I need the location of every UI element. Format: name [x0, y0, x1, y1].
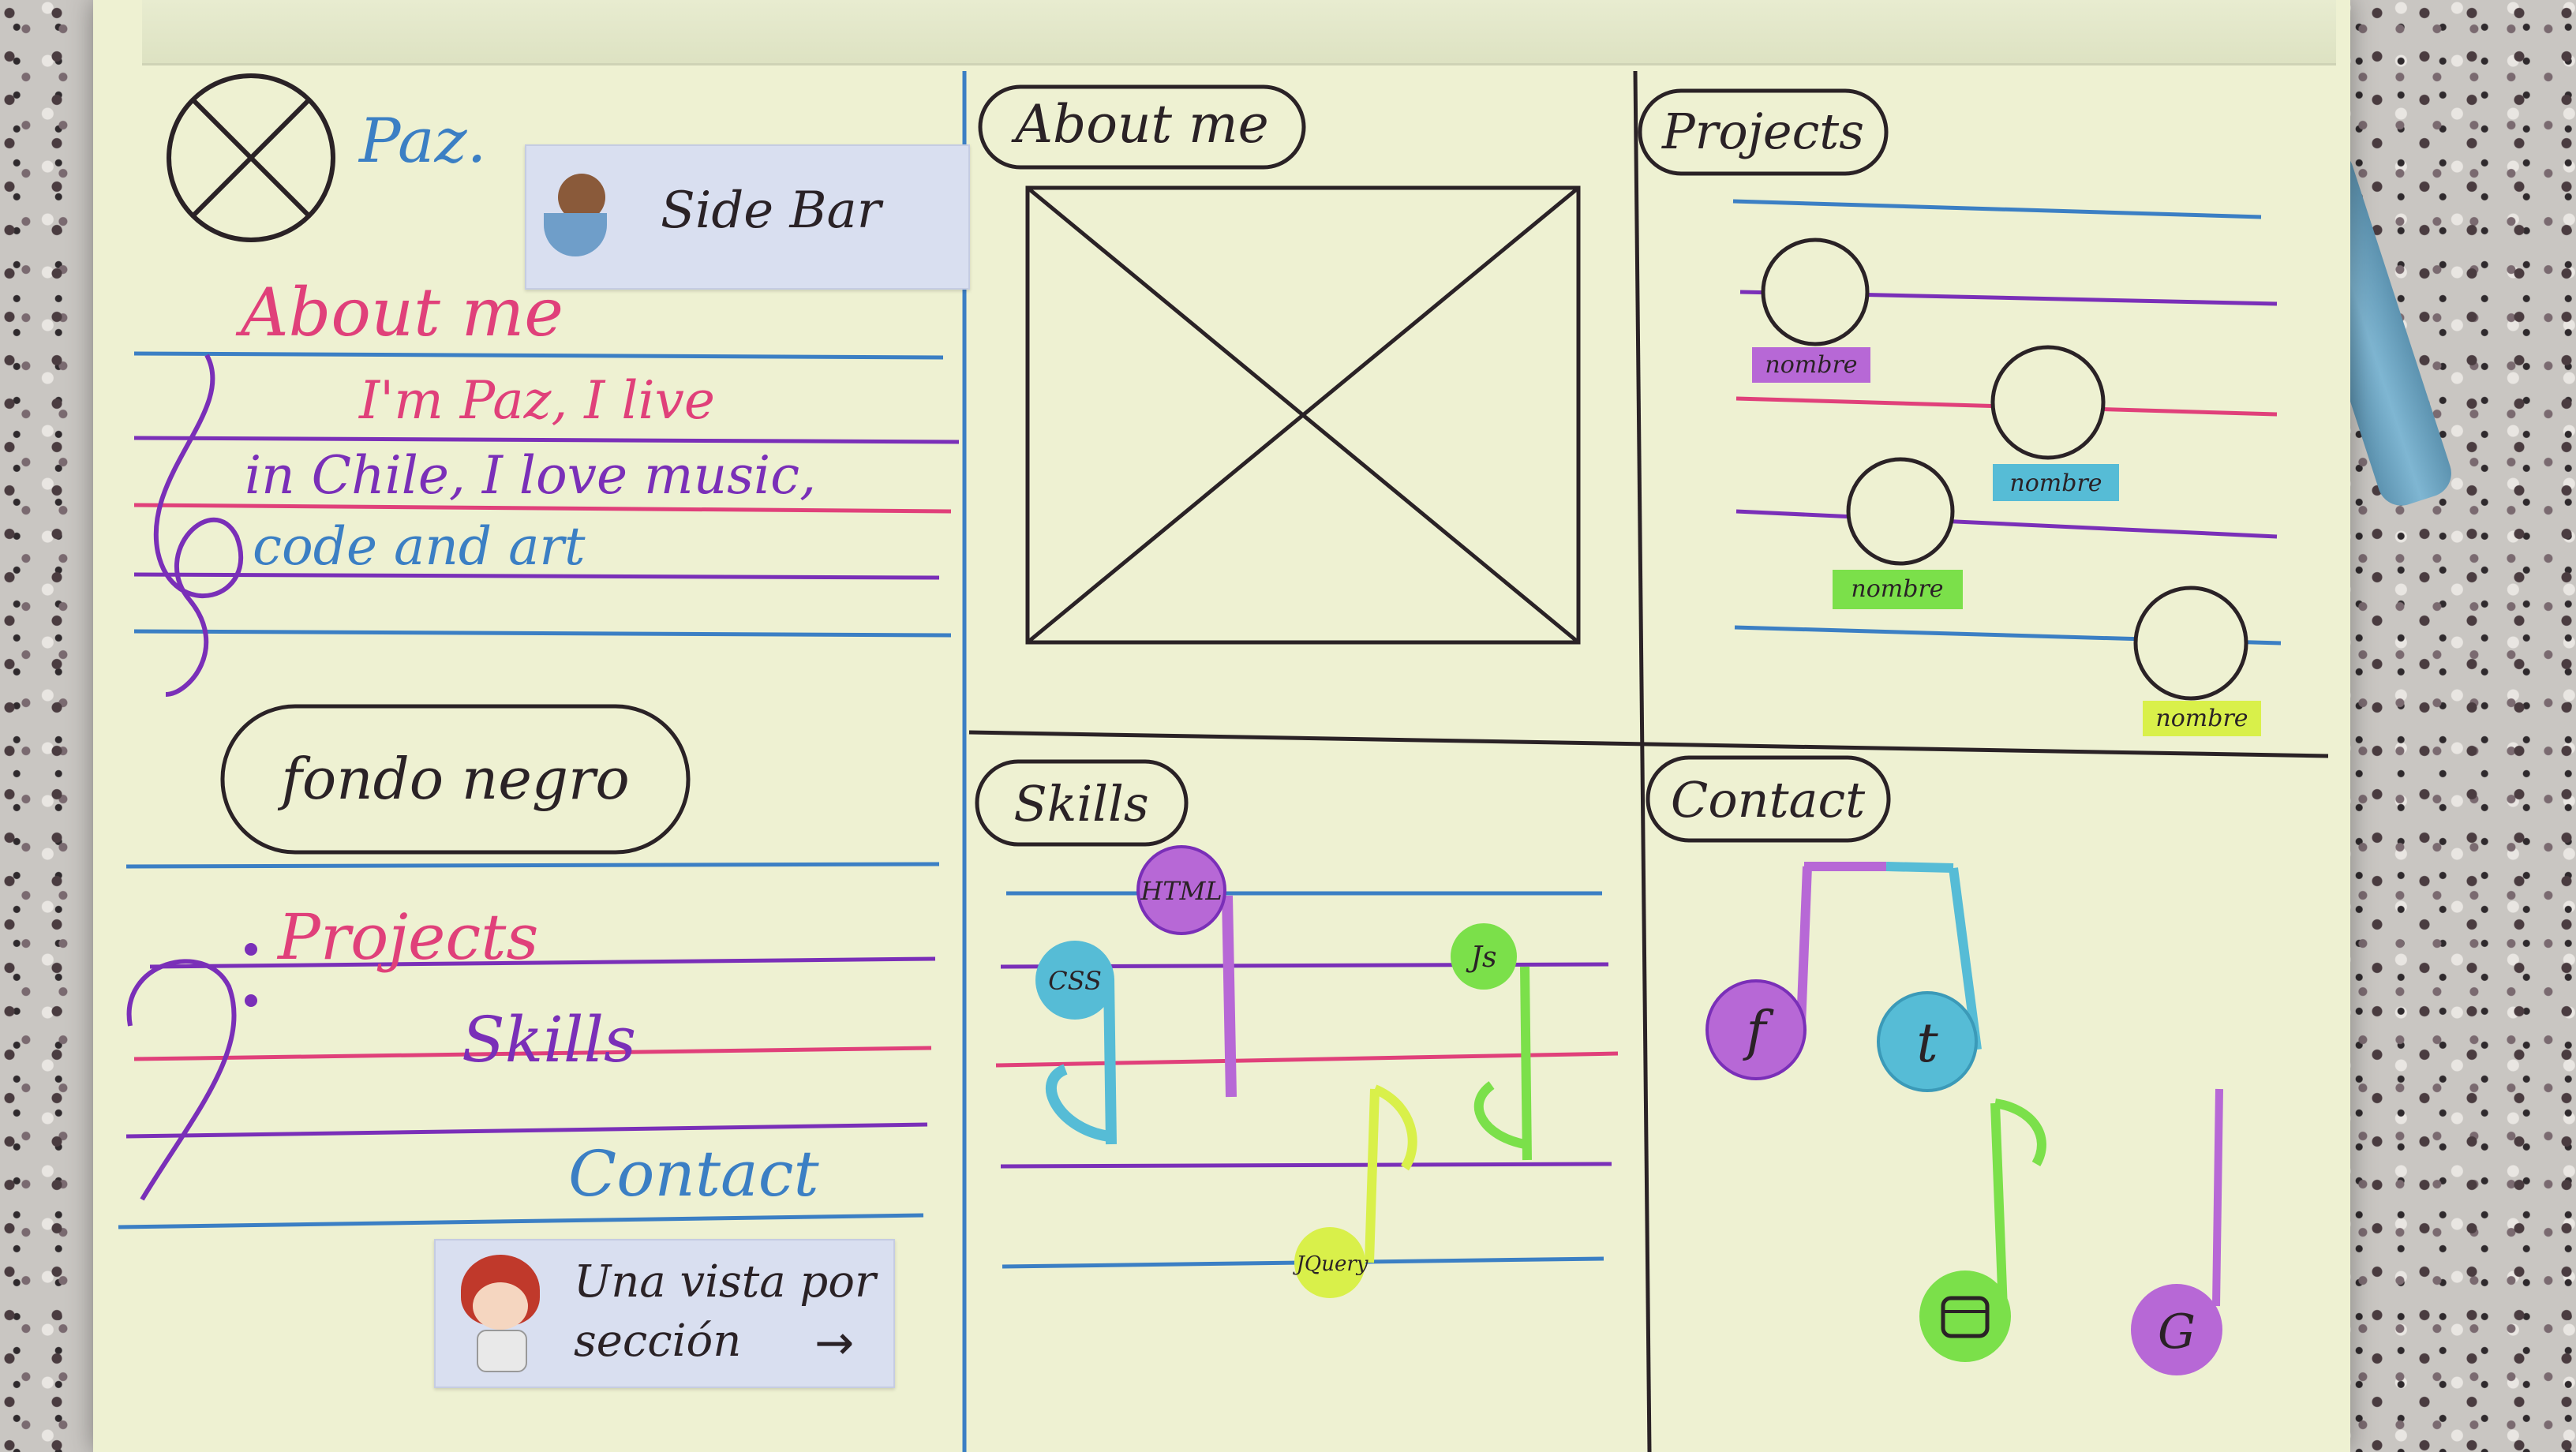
divider-horizontal	[968, 730, 2329, 758]
view-per-section-line-2: sección	[574, 1315, 742, 1367]
project-label-2: nombre	[2009, 470, 2102, 497]
skill-note-js[interactable]: Js	[1451, 923, 1532, 1161]
skills-panel-title: Skills	[1013, 775, 1148, 833]
projects-top-line	[1732, 199, 2262, 219]
skill-note-jquery[interactable]: JQuery	[1293, 1084, 1417, 1298]
skill-label-css: CSS	[1048, 966, 1102, 996]
contact-instagram-note[interactable]	[1919, 1098, 2046, 1362]
view-per-section-tape: Una vista por sección →	[434, 1239, 895, 1388]
fondo-negro-bubble	[220, 704, 691, 855]
sidebar-tape: Side Bar	[525, 144, 970, 290]
nav-staff-lines	[118, 862, 940, 1229]
about-staff-lines	[133, 351, 960, 638]
contact-panel-title: Contact	[1671, 771, 1865, 829]
girl-sticker-icon	[453, 1255, 548, 1373]
contact-label-twitter: t	[1916, 1012, 1938, 1075]
fondo-negro-text: fondo negro	[277, 746, 630, 812]
sidebar-about-title: About me	[235, 274, 564, 351]
arrow-right-icon[interactable]: →	[814, 1315, 855, 1371]
bass-clef-dot-1	[245, 943, 257, 956]
skill-label-js: Js	[1466, 941, 1497, 974]
logo-text: Paz.	[358, 106, 486, 177]
nav-link-skills[interactable]: Skills	[462, 1003, 636, 1076]
project-label-1: nombre	[1765, 351, 1857, 379]
notebook-page	[93, 0, 2350, 1452]
project-item-1[interactable]: nombre	[1739, 238, 2278, 383]
project-item-4[interactable]: nombre	[1734, 586, 2282, 736]
instagram-icon	[1941, 1296, 1990, 1338]
skills-panel-title-frame	[975, 759, 1189, 847]
divider-middle	[1633, 70, 1652, 1452]
project-label-4: nombre	[2155, 705, 2248, 732]
contact-twitter-note[interactable]: t	[1877, 991, 1978, 1092]
sidebar-tape-label: Side Bar	[661, 182, 882, 240]
contact-facebook-note[interactable]: f	[1705, 979, 1807, 1080]
about-panel-title: About me	[1010, 94, 1268, 155]
contact-beamed-notes	[1796, 862, 1982, 1050]
about-line-3: code and art	[253, 516, 586, 577]
nav-link-projects[interactable]: Projects	[276, 900, 538, 974]
project-item-3[interactable]: nombre	[1735, 457, 2278, 609]
project-item-2[interactable]: nombre	[1735, 345, 2278, 501]
about-image-placeholder	[1025, 185, 1581, 645]
about-line-1: I'm Paz, I live	[358, 370, 715, 431]
project-label-3: nombre	[1851, 575, 1943, 603]
logo-image-placeholder	[167, 73, 335, 242]
about-line-2: in Chile, I love music,	[245, 445, 816, 506]
contact-google-note[interactable]: G	[2131, 1088, 2223, 1375]
bass-clef-dot-2	[245, 994, 257, 1007]
skill-label-html: HTML	[1140, 876, 1222, 906]
bass-clef-icon	[126, 959, 237, 1201]
view-per-section-line-1: Una vista por	[574, 1256, 876, 1308]
skill-note-html[interactable]: HTML	[1136, 845, 1237, 1098]
treble-clef-icon	[153, 354, 244, 697]
skill-note-css[interactable]: CSS	[1035, 941, 1117, 1145]
projects-panel-title-frame	[1638, 88, 1889, 176]
contact-panel-title-frame	[1646, 755, 1891, 843]
skill-label-jquery: JQuery	[1293, 1252, 1368, 1276]
nav-link-contact[interactable]: Contact	[568, 1137, 820, 1211]
contact-label-google: G	[2158, 1304, 2196, 1360]
notebook-top-edge	[142, 0, 2336, 65]
about-panel-title-frame	[978, 84, 1306, 170]
projects-panel-title: Projects	[1661, 103, 1864, 160]
teacup-icon	[544, 174, 619, 260]
